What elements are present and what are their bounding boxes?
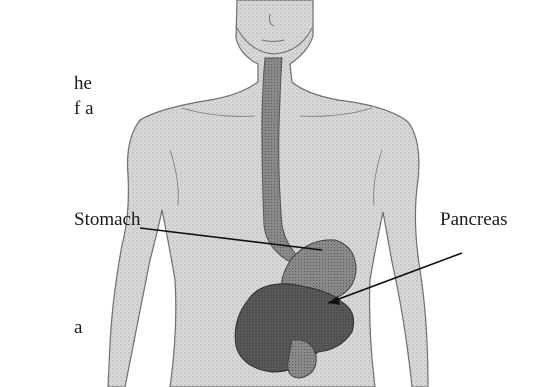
- label-stomach: Stomach: [74, 210, 141, 229]
- label-pancreas: Pancreas: [440, 210, 508, 229]
